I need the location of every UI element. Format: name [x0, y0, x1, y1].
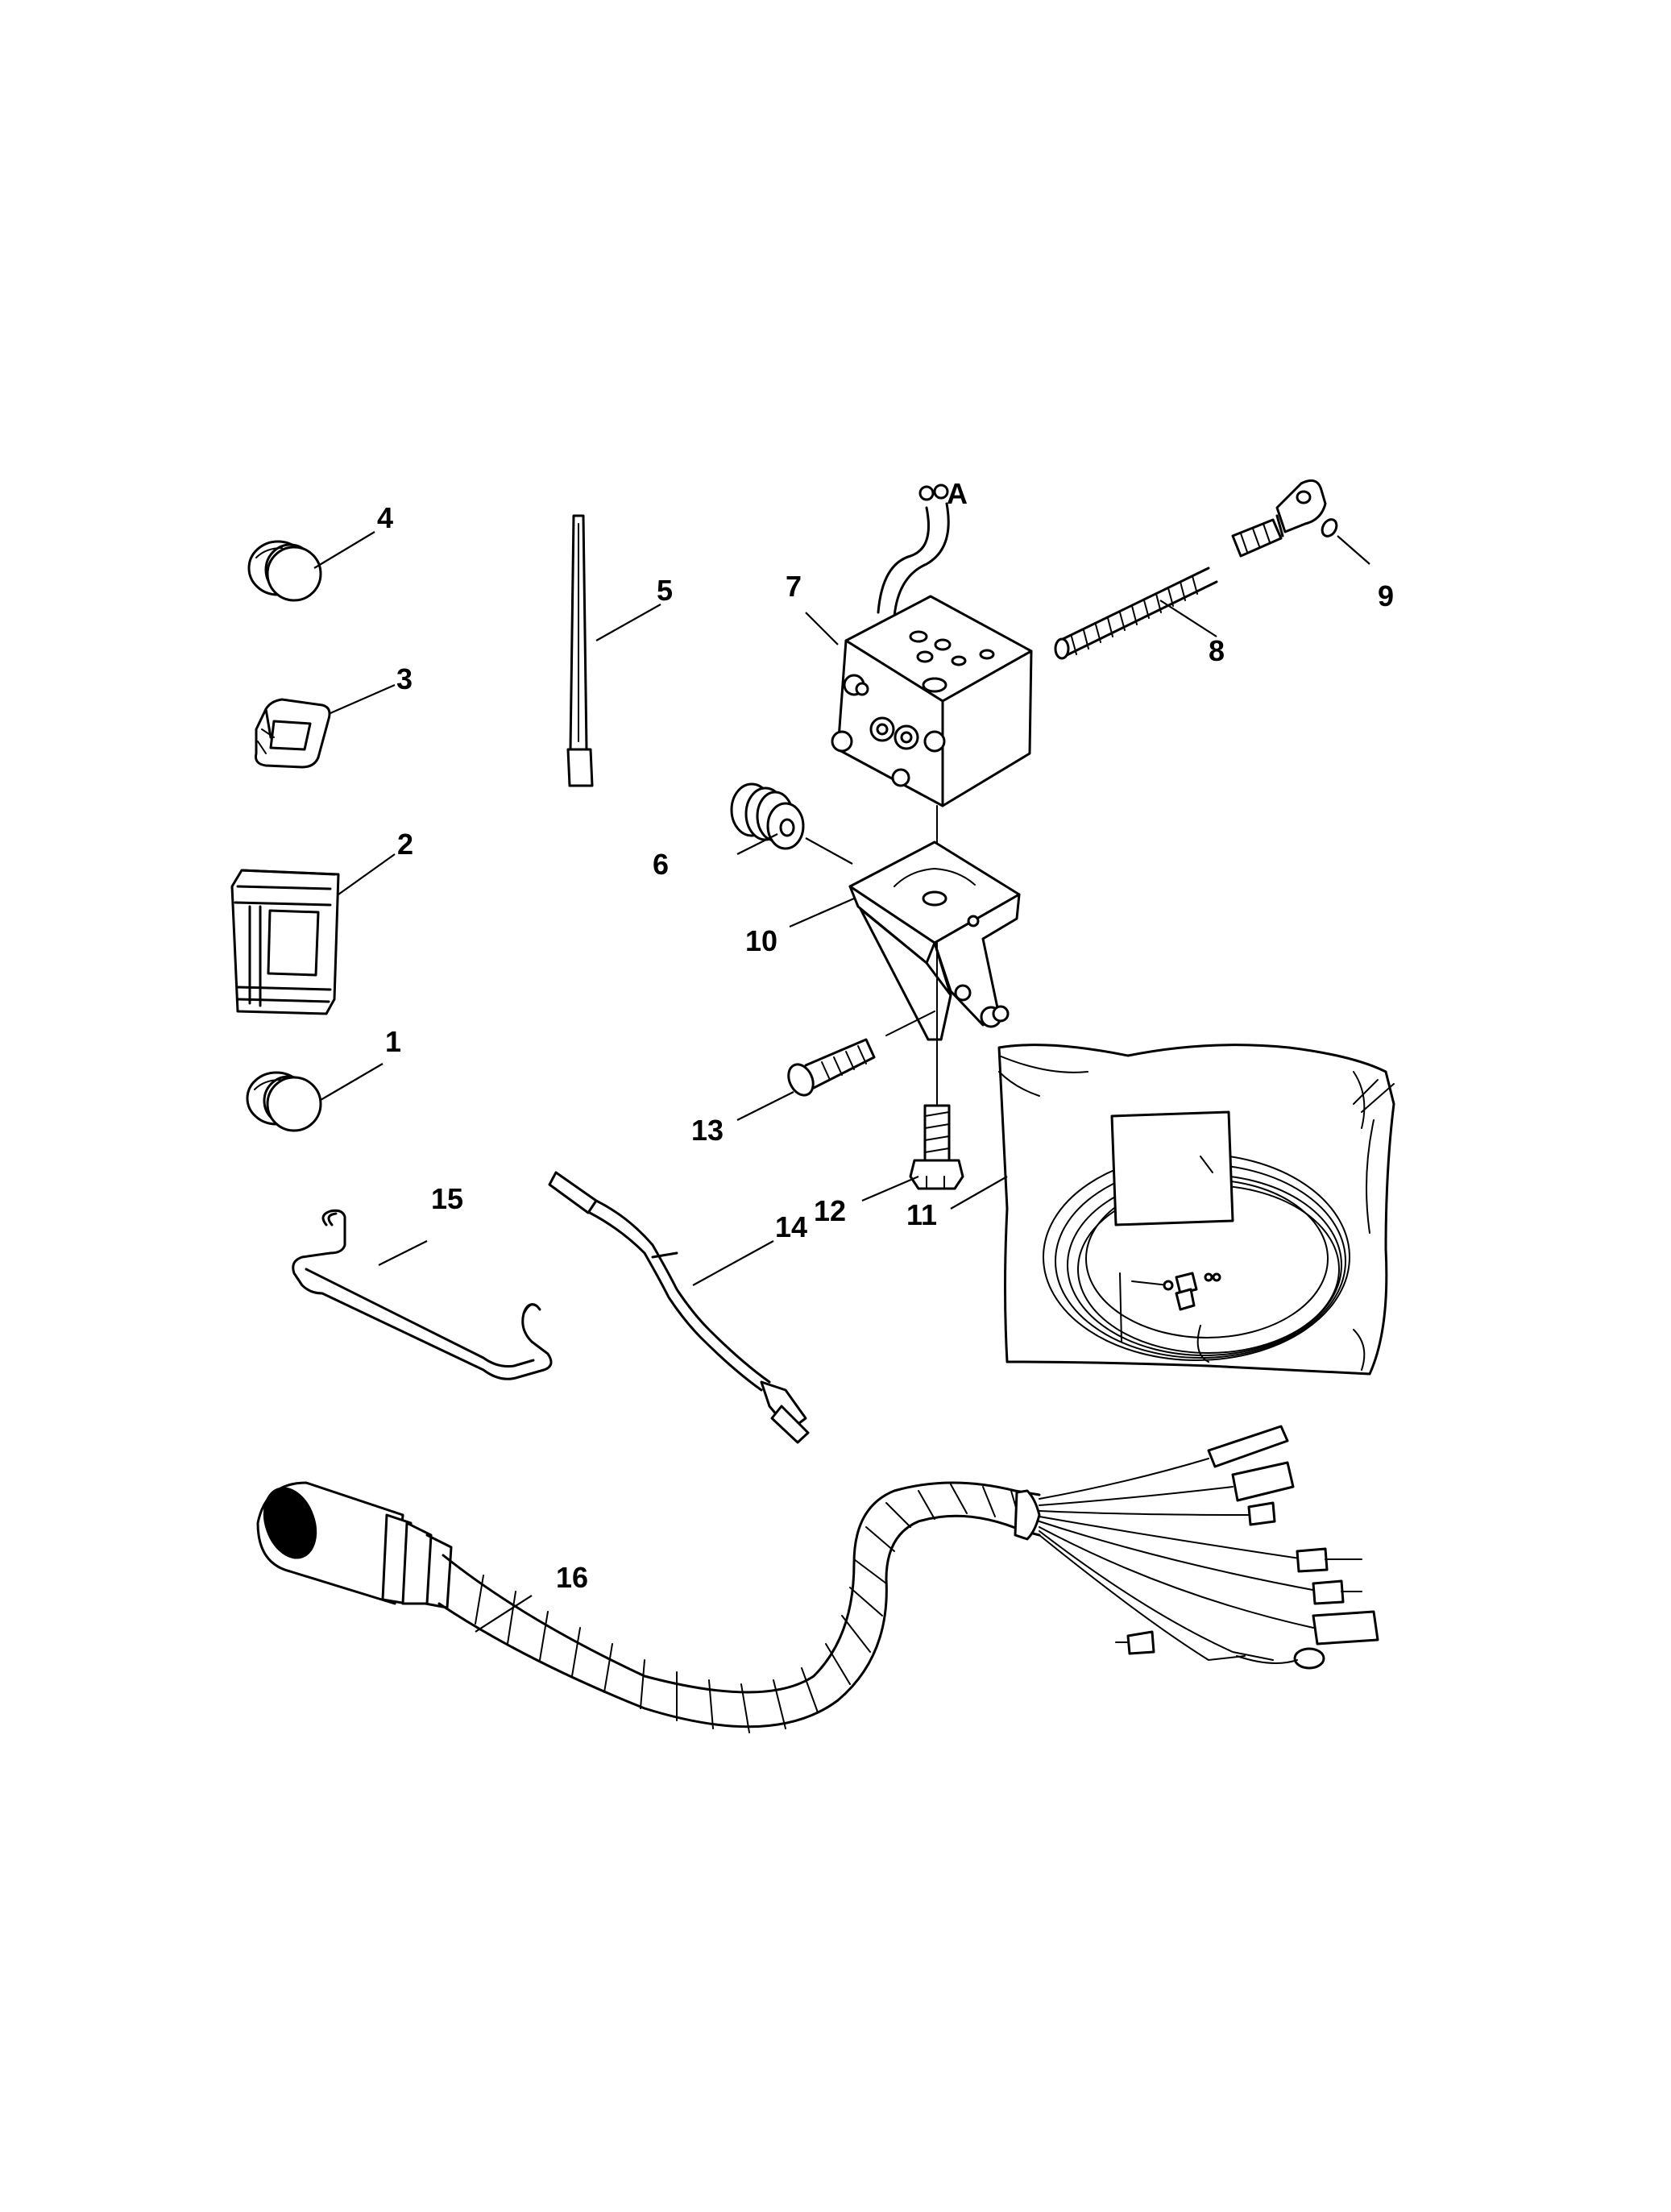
leader-lines — [313, 531, 1370, 1633]
callout-2: 2 — [397, 828, 413, 861]
part-8-stud — [1054, 566, 1218, 660]
part-10-bracket — [848, 840, 1021, 1105]
part-5-cable-tie — [566, 514, 594, 787]
callout-6: 6 — [653, 848, 669, 881]
callout-16: 16 — [556, 1561, 588, 1594]
callout-12: 12 — [814, 1194, 846, 1227]
part-11-wiring-kit-bag — [997, 1044, 1395, 1376]
callout-13: 13 — [691, 1114, 724, 1147]
part-12-bolt — [909, 1104, 964, 1190]
part-13-screw — [787, 1011, 935, 1097]
part-9-o-ring — [1321, 518, 1338, 537]
callout-1: 1 — [385, 1025, 401, 1058]
part-6-bushing — [730, 782, 853, 865]
part-15-wire-clip — [292, 1209, 553, 1380]
callout-11: 11 — [906, 1198, 937, 1231]
callout-10: 10 — [745, 924, 777, 957]
callout-4: 4 — [377, 501, 393, 534]
part-8-ring-terminal — [1231, 479, 1327, 558]
wire-tag-a: A — [947, 477, 968, 510]
callout-3: 3 — [396, 662, 413, 695]
callout-8: 8 — [1209, 634, 1225, 667]
part-1-plug — [246, 1071, 322, 1132]
callout-5: 5 — [657, 574, 673, 607]
part-14-pin-wire — [548, 1171, 810, 1444]
part-2-grommet — [230, 869, 340, 1015]
callout-14: 14 — [775, 1210, 807, 1243]
callout-15: 15 — [431, 1182, 463, 1215]
callout-7: 7 — [786, 570, 802, 603]
part-7-solenoid-block — [831, 483, 1033, 859]
part-16-wiring-harness — [256, 1425, 1379, 1733]
part-4-plug — [247, 540, 322, 602]
callout-labels: 4 3 2 1 5 7 8 9 6 10 13 12 11 15 14 16 A — [377, 477, 1394, 1594]
callout-9: 9 — [1378, 579, 1394, 612]
part-3-grommet — [255, 698, 331, 769]
